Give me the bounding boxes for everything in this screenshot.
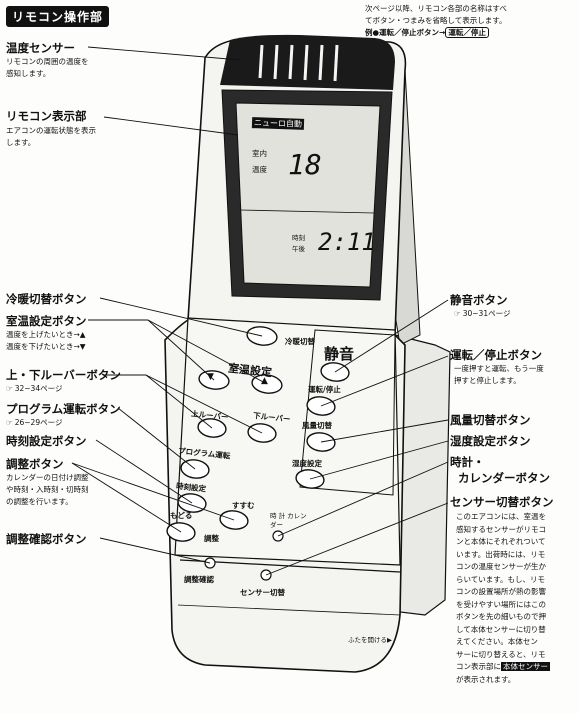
desc-power-1: 一度押すと運転、もう一度: [454, 364, 544, 373]
label-confirm: 調整確認ボタン: [6, 532, 87, 546]
desc-display-1: エアコンの運転状態を表示: [6, 126, 96, 135]
lcd-ampm: 午後: [292, 245, 305, 253]
btn-sensor[interactable]: センサー切替: [240, 588, 285, 597]
right-button-column: [299, 329, 396, 496]
label-program: プログラム運転ボタン: [6, 402, 121, 416]
ref-quiet: ☞30~31ページ: [454, 309, 511, 318]
btn-back[interactable]: もどる: [170, 511, 193, 520]
label-clock-set: 時刻設定ボタン: [6, 434, 87, 448]
btn-cool-heat[interactable]: 冷暖切替: [285, 337, 315, 346]
btn-power[interactable]: 運転/停止: [308, 385, 341, 394]
btn-adjust[interactable]: 調整: [204, 534, 219, 543]
lcd-temp-value: 18: [288, 148, 322, 181]
btn-clock-cal[interactable]: 時 計 カレンダー: [270, 512, 307, 529]
label-temp-sensor: 温度センサー: [6, 41, 75, 55]
label-power: 運転／停止ボタン: [450, 348, 542, 362]
label-sensor: センサー切替ボタン: [450, 495, 554, 509]
lcd-indoor-label: 室内: [252, 149, 267, 158]
grille-slits: [258, 44, 339, 82]
desc-temp-sensor-2: 感知します。: [6, 69, 51, 78]
note-line-1: 次ページ以降、リモコン各部の名称はすべ: [365, 4, 507, 13]
desc-adjust-1: カレンダーの日付け調整: [6, 473, 89, 482]
desc-temp-sensor-1: リモコンの周囲の温度を: [6, 57, 89, 66]
label-cool-heat: 冷暖切替ボタン: [6, 292, 87, 306]
lcd-time: 2:11: [318, 228, 376, 256]
label-clock-cal-1: 時計・: [450, 455, 485, 469]
ref-program: ☞26~29ページ: [6, 418, 63, 427]
lcd-temp-label: 温度: [252, 165, 267, 174]
lcd-mode: ニューロ自動: [251, 117, 305, 130]
lid-note: ふたを開ける▶: [348, 636, 392, 644]
reference-icon: ☞: [6, 384, 13, 393]
btn-humidity[interactable]: 湿度設定: [292, 459, 322, 468]
btn-confirm[interactable]: 調整確認: [184, 575, 214, 584]
ref-louver: ☞32~34ページ: [6, 384, 63, 393]
label-clock-cal-2: カレンダーボタン: [458, 471, 550, 485]
reference-icon: ☞: [6, 418, 13, 427]
section-title: リモコン操作部: [6, 6, 110, 27]
note-example: 例●運転／停止ボタン→運転／停止: [365, 27, 575, 39]
desc-adjust-2: や時刻・入時刻・切時刻: [6, 485, 89, 494]
label-humidity: 湿度設定ボタン: [450, 434, 531, 448]
btn-quiet[interactable]: 静音: [324, 345, 355, 363]
label-fan: 風量切替ボタン: [450, 413, 531, 427]
desc-adjust-3: の調整を行います。: [6, 497, 73, 506]
desc-power-2: 押すと停止します。: [454, 376, 521, 385]
label-temp-set: 室温設定ボタン: [6, 314, 87, 328]
btn-temp-up[interactable]: ▲: [261, 376, 268, 386]
label-adjust: 調整ボタン: [6, 457, 64, 471]
reference-icon: ☞: [454, 309, 461, 318]
top-note: 次ページ以降、リモコン各部の名称はすべ てボタン・つまみを省略して表示します。 …: [365, 3, 575, 39]
btn-fan[interactable]: 風量切替: [302, 421, 332, 430]
desc-sensor: このエアコンには、室温を 感知するセンサーがリモコ ンと本体にそれぞれついて い…: [456, 512, 550, 684]
label-louver: 上・下ルーバーボタン: [6, 368, 121, 382]
lcd-day-label: 時刻: [292, 234, 305, 242]
note-line-2: てボタン・つまみを省略して表示します。: [365, 16, 507, 25]
label-display: リモコン表示部: [6, 109, 87, 123]
label-quiet: 静音ボタン: [450, 293, 508, 307]
leader-lines: [71, 46, 449, 576]
lcd-screen: [235, 102, 381, 288]
btn-temp-down[interactable]: ▼: [207, 372, 214, 382]
desc-temp-set-2: 温度を下げたいとき→▼: [6, 342, 86, 351]
desc-temp-set-1: 温度を上げたいとき→▲: [6, 330, 86, 339]
desc-display-2: します。: [6, 138, 36, 147]
btn-forward[interactable]: すすむ: [232, 501, 255, 510]
